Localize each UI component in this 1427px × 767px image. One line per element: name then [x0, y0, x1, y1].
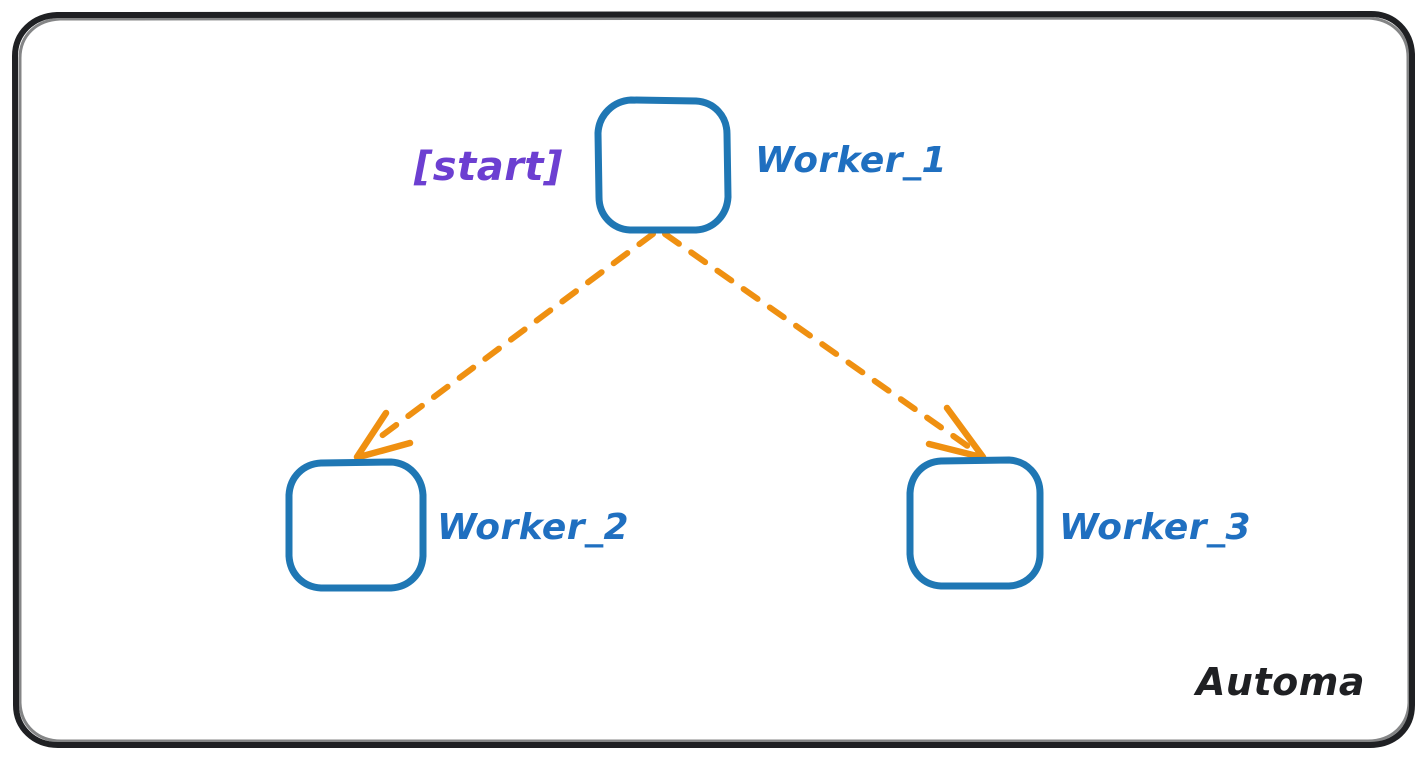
node-worker-3[interactable]: [906, 456, 1044, 590]
node-worker-1-shape: [594, 96, 732, 234]
node-worker-1[interactable]: [594, 96, 732, 234]
watermark-text: Automa: [1193, 660, 1365, 704]
label-layer: [start] Worker_1 Worker_2 Worker_3 Autom…: [413, 140, 1365, 704]
canvas-frame: [12, 11, 1415, 748]
node-worker-2-shape: [285, 458, 427, 592]
node-label-worker-3: Worker_3: [1059, 507, 1251, 548]
edge-worker1-worker3[interactable]: [662, 231, 987, 461]
start-badge-worker-1: [start]: [413, 144, 563, 190]
node-worker-2[interactable]: [285, 458, 427, 592]
edge-worker1-worker3-arrowhead: [925, 404, 987, 461]
edge-layer: [353, 231, 987, 461]
edge-worker1-worker2-line: [369, 231, 656, 446]
edge-worker1-worker2[interactable]: [353, 231, 656, 461]
node-layer: [285, 96, 1044, 592]
node-label-worker-2: Worker_2: [437, 507, 629, 548]
node-worker-3-shape: [906, 456, 1044, 590]
node-label-worker-1: Worker_1: [755, 140, 947, 181]
edge-worker1-worker2-arrowhead: [353, 409, 414, 461]
edge-worker1-worker3-line: [662, 231, 972, 450]
